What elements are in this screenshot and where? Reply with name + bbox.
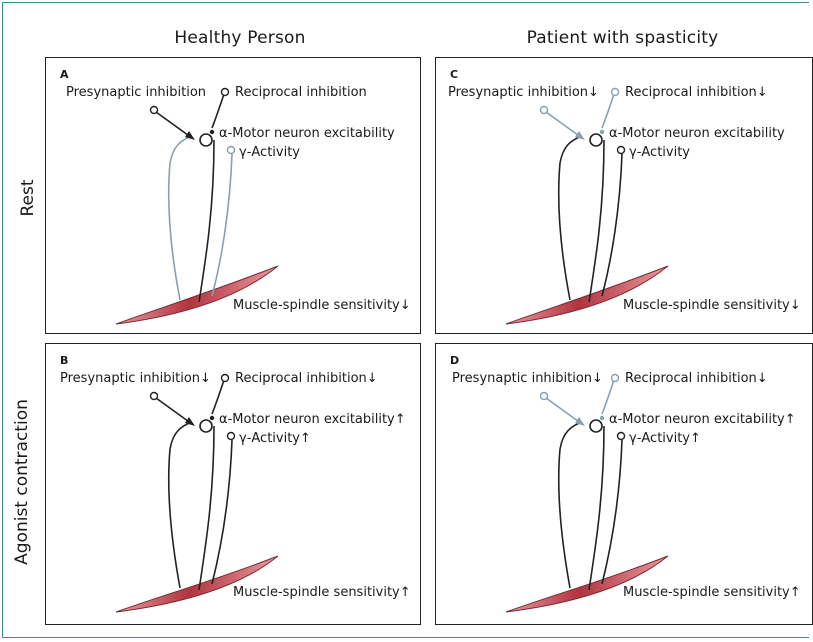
row-header-agonist: Agonist contraction <box>12 382 32 582</box>
gamma-axon <box>212 154 232 296</box>
presynaptic-label: Presynaptic inhibition↓ <box>60 371 211 386</box>
muscle-spindle <box>116 266 278 324</box>
alpha-motor-axon <box>199 140 214 302</box>
alpha-label: α-Motor neuron excitability↑ <box>219 412 406 427</box>
spindle-label: Muscle-spindle sensitivity↓ <box>623 298 801 313</box>
alpha-motor-axon <box>199 426 214 590</box>
reciprocal-terminal <box>210 416 214 420</box>
gamma-label: γ-Activity↑ <box>629 431 701 446</box>
column-header-healthy: Healthy Person <box>45 28 435 48</box>
neuron-diagram <box>46 344 421 625</box>
presynaptic-neuron <box>541 107 548 114</box>
panel-b-healthy-agonist: B Presynaptic inhibition↓ Reciprocal inh… <box>45 343 421 625</box>
presynaptic-path <box>156 398 192 424</box>
presynaptic-label: Presynaptic inhibition↓ <box>452 371 603 386</box>
gamma-motor-neuron <box>228 433 235 440</box>
presynaptic-neuron <box>151 393 158 400</box>
reciprocal-terminal <box>600 416 604 420</box>
spindle-label: Muscle-spindle sensitivity↓ <box>233 298 411 313</box>
panel-a-healthy-rest: A Presynaptic inhibition Reciprocal inhi… <box>45 57 421 334</box>
alpha-label: α-Motor neuron excitability <box>219 126 395 141</box>
presynaptic-label: Presynaptic inhibition <box>66 85 206 100</box>
presynaptic-label: Presynaptic inhibition↓ <box>448 85 599 100</box>
afferent-loop <box>169 136 192 300</box>
panel-c-patient-rest: C Presynaptic inhibition↓ Reciprocal inh… <box>435 57 813 334</box>
afferent-loop <box>169 422 192 588</box>
reciprocal-neuron <box>222 375 229 382</box>
alpha-motor-neuron <box>590 420 602 432</box>
alpha-label: α-Motor neuron excitability↑ <box>609 412 796 427</box>
gamma-axon <box>602 440 622 584</box>
alpha-label: α-Motor neuron excitability <box>609 126 785 141</box>
reciprocal-neuron <box>612 375 619 382</box>
reciprocal-terminal <box>210 130 214 134</box>
gamma-axon <box>212 440 232 584</box>
reciprocal-path <box>602 380 614 414</box>
presynaptic-path <box>546 112 582 138</box>
presynaptic-neuron <box>151 107 158 114</box>
gamma-motor-neuron <box>618 147 625 154</box>
afferent-loop <box>559 136 582 300</box>
panel-d-patient-agonist: D Presynaptic inhibition↓ Reciprocal inh… <box>435 343 813 625</box>
gamma-label: γ-Activity <box>239 145 300 160</box>
alpha-motor-neuron <box>590 134 602 146</box>
panel-letter: A <box>60 68 69 81</box>
muscle-spindle <box>506 266 668 324</box>
presynaptic-neuron <box>541 393 548 400</box>
alpha-motor-neuron <box>200 134 212 146</box>
reciprocal-neuron <box>612 89 619 96</box>
muscle-spindle <box>116 556 278 612</box>
panel-letter: C <box>450 68 458 81</box>
spindle-label: Muscle-spindle sensitivity↑ <box>233 585 411 600</box>
reciprocal-terminal <box>600 130 604 134</box>
reciprocal-path <box>602 94 614 128</box>
alpha-motor-axon <box>589 140 604 302</box>
row-header-rest: Rest <box>18 168 38 228</box>
gamma-axon <box>602 154 622 296</box>
muscle-spindle <box>506 556 668 612</box>
afferent-loop <box>559 422 582 588</box>
reciprocal-path <box>212 94 224 128</box>
presynaptic-path <box>156 112 192 138</box>
column-header-patient: Patient with spasticity <box>435 28 810 48</box>
spindle-label: Muscle-spindle sensitivity↑ <box>623 585 801 600</box>
gamma-motor-neuron <box>618 433 625 440</box>
reciprocal-label: Reciprocal inhibition↓ <box>625 85 768 100</box>
alpha-motor-neuron <box>200 420 212 432</box>
panel-letter: B <box>60 354 68 367</box>
reciprocal-label: Reciprocal inhibition↓ <box>625 371 768 386</box>
gamma-label: γ-Activity <box>629 145 690 160</box>
reciprocal-neuron <box>222 89 229 96</box>
reciprocal-label: Reciprocal inhibition <box>235 85 367 100</box>
gamma-label: γ-Activity↑ <box>239 431 311 446</box>
reciprocal-label: Reciprocal inhibition↓ <box>235 371 378 386</box>
gamma-motor-neuron <box>228 147 235 154</box>
presynaptic-path <box>546 398 582 424</box>
alpha-motor-axon <box>589 426 604 590</box>
panel-letter: D <box>450 354 459 367</box>
neuron-diagram <box>436 344 813 625</box>
reciprocal-path <box>212 380 224 414</box>
